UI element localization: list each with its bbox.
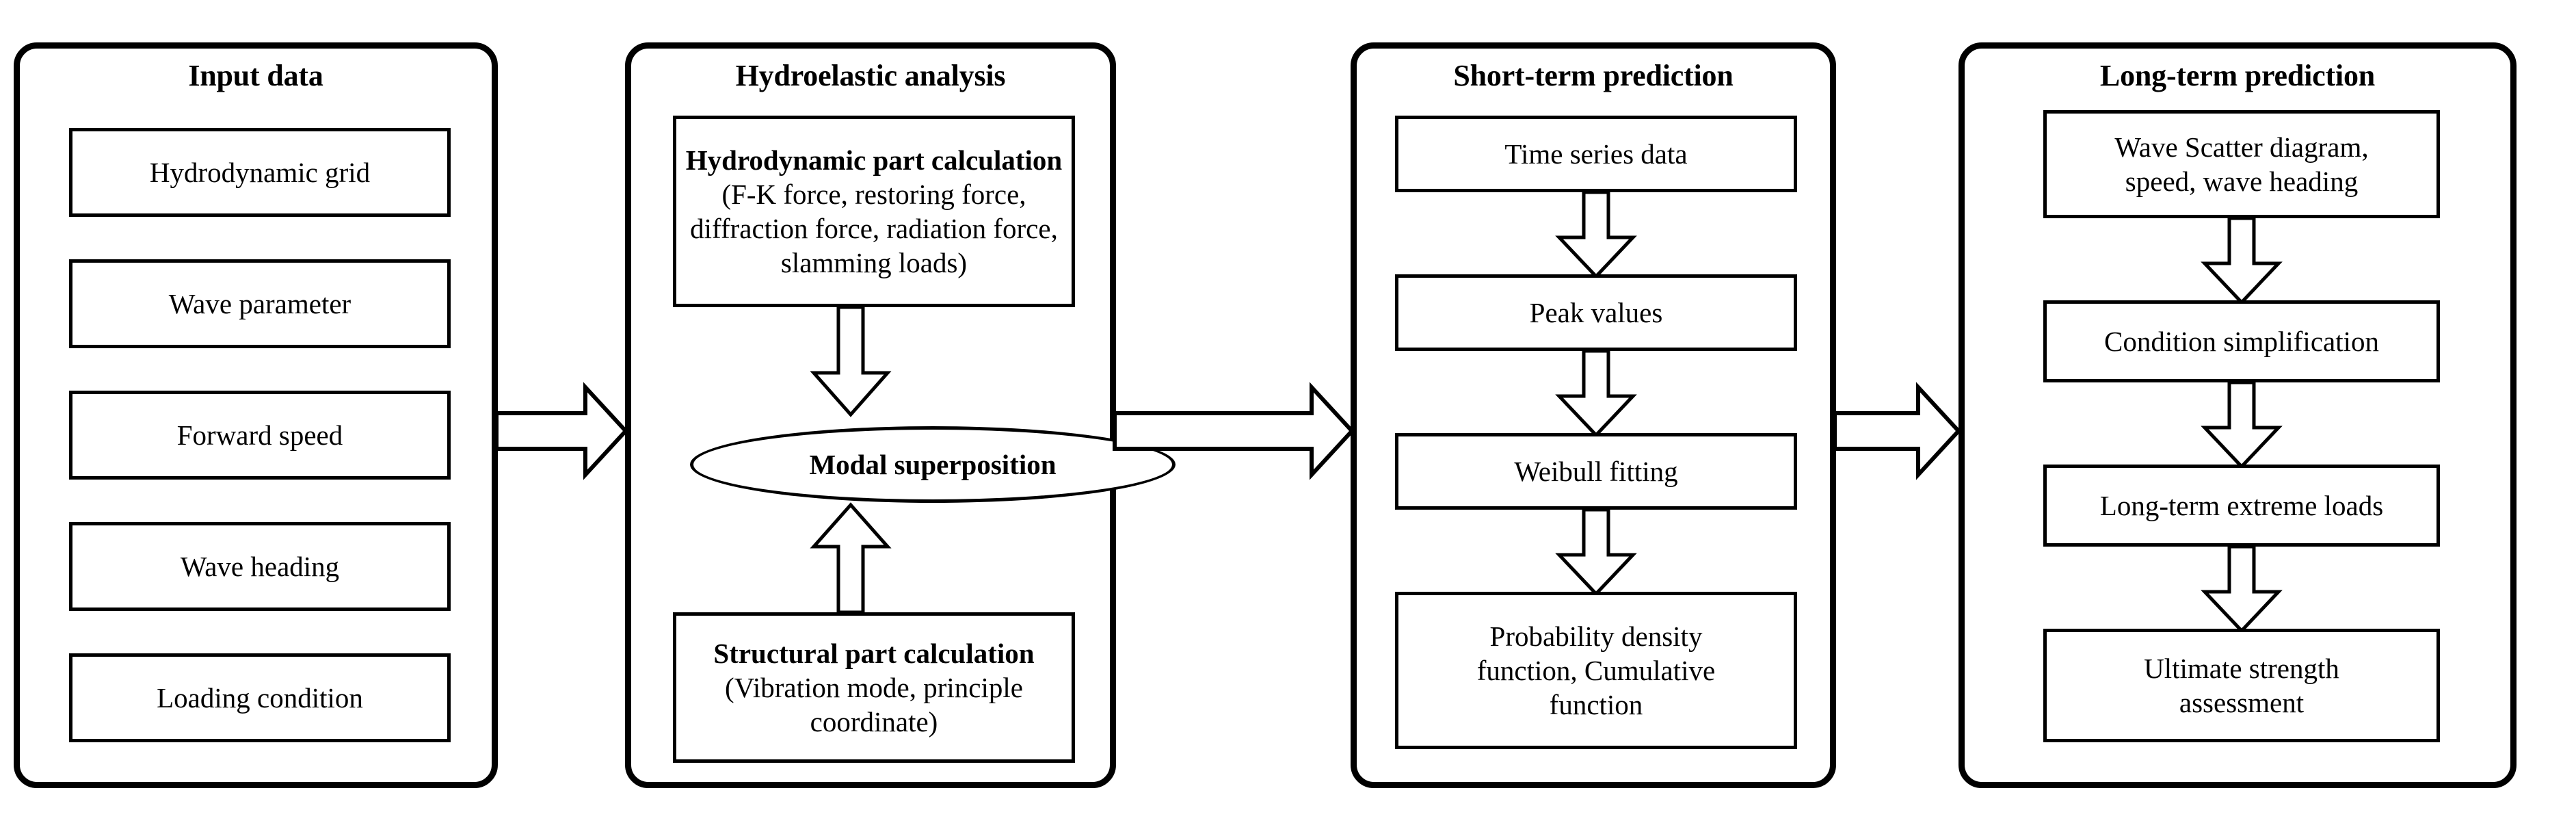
- node-peak-values: Peak values: [1395, 274, 1797, 351]
- node-hydrodynamic-part-calculation: Hydrodynamic part calculation (F-K force…: [673, 116, 1075, 307]
- node-line: Wave Scatter diagram,: [2114, 131, 2369, 163]
- node-line: speed, wave heading: [2125, 166, 2359, 197]
- node-line: diffraction force, radiation force,: [690, 213, 1058, 244]
- node-forward-speed: Forward speed: [69, 391, 451, 480]
- node-line: Weibull fitting: [1514, 456, 1678, 487]
- arrow-hydrodynamic-to-modal: [810, 305, 892, 417]
- node-time-series-data: Time series data: [1395, 116, 1797, 192]
- panel-long-term-prediction: Long-term prediction Wave Scatter diagra…: [1958, 42, 2517, 788]
- node-wave-parameter: Wave parameter: [69, 259, 451, 348]
- node-hydrodynamic-grid: Hydrodynamic grid: [69, 128, 451, 217]
- node-line: assessment: [2179, 687, 2305, 718]
- node-line: (F-K force, restoring force,: [721, 179, 1026, 210]
- panel-title-short-term-prediction: Short-term prediction: [1453, 59, 1734, 92]
- node-line: Wave parameter: [168, 288, 351, 319]
- node-condition-simplification: Condition simplification: [2043, 300, 2440, 382]
- node-probability-density-function: Probability density function, Cumulative…: [1395, 592, 1797, 749]
- node-line: Forward speed: [176, 419, 343, 451]
- node-line: Hydrodynamic part calculation: [685, 144, 1063, 176]
- arrow-scatter-to-condition: [2201, 216, 2283, 305]
- node-wave-heading: Wave heading: [69, 522, 451, 611]
- node-line: Long-term extreme loads: [2099, 490, 2384, 521]
- node-line: coordinate): [810, 706, 938, 737]
- panel-title-input-data: Input data: [188, 59, 323, 92]
- node-line: Wave heading: [180, 551, 340, 582]
- arrow-structural-to-modal: [810, 502, 892, 614]
- node-wave-scatter-diagram: Wave Scatter diagram, speed, wave headin…: [2043, 110, 2440, 218]
- node-line: Peak values: [1529, 297, 1663, 328]
- arrow-timeseries-to-peak: [1555, 190, 1637, 279]
- arrow-hydroelastic-to-shortterm: [1113, 382, 1355, 480]
- node-line: Structural part calculation: [713, 638, 1035, 669]
- node-loading-condition: Loading condition: [69, 653, 451, 742]
- arrow-condition-to-loads: [2201, 380, 2283, 469]
- node-line: Hydrodynamic grid: [149, 157, 371, 188]
- node-line: function, Cumulative: [1476, 655, 1716, 686]
- node-line: Loading condition: [157, 682, 363, 714]
- arrow-loads-to-ultimate: [2201, 545, 2283, 633]
- panel-hydroelastic-analysis: Hydroelastic analysis Hydrodynamic part …: [625, 42, 1176, 788]
- node-weibull-fitting: Weibull fitting: [1395, 433, 1797, 510]
- node-line: Modal superposition: [809, 449, 1057, 480]
- node-line: slamming loads): [780, 247, 968, 278]
- panel-title-long-term-prediction: Long-term prediction: [2099, 59, 2376, 92]
- node-long-term-extreme-loads: Long-term extreme loads: [2043, 465, 2440, 547]
- arrow-shortterm-to-longterm: [1833, 382, 1962, 480]
- node-line: function: [1549, 689, 1643, 720]
- arrow-weibull-to-pdf: [1555, 508, 1637, 597]
- node-modal-superposition: Modal superposition: [690, 426, 1176, 503]
- node-structural-part-calculation: Structural part calculation (Vibration m…: [673, 612, 1075, 763]
- panel-input-data: Input data Hydrodynamic grid Wave parame…: [14, 42, 498, 788]
- node-line: Ultimate strength: [2144, 653, 2339, 684]
- node-ultimate-strength-assessment: Ultimate strength assessment: [2043, 629, 2440, 742]
- arrow-input-to-hydroelastic: [494, 382, 629, 480]
- arrow-peak-to-weibull: [1555, 349, 1637, 438]
- node-line: Time series data: [1504, 138, 1688, 170]
- node-line: Condition simplification: [2103, 326, 2379, 357]
- node-line: Probability density: [1489, 621, 1703, 652]
- panel-title-hydroelastic-analysis: Hydroelastic analysis: [735, 59, 1006, 92]
- node-line: (Vibration mode, principle: [725, 672, 1023, 703]
- panel-short-term-prediction: Short-term prediction Time series data P…: [1351, 42, 1836, 788]
